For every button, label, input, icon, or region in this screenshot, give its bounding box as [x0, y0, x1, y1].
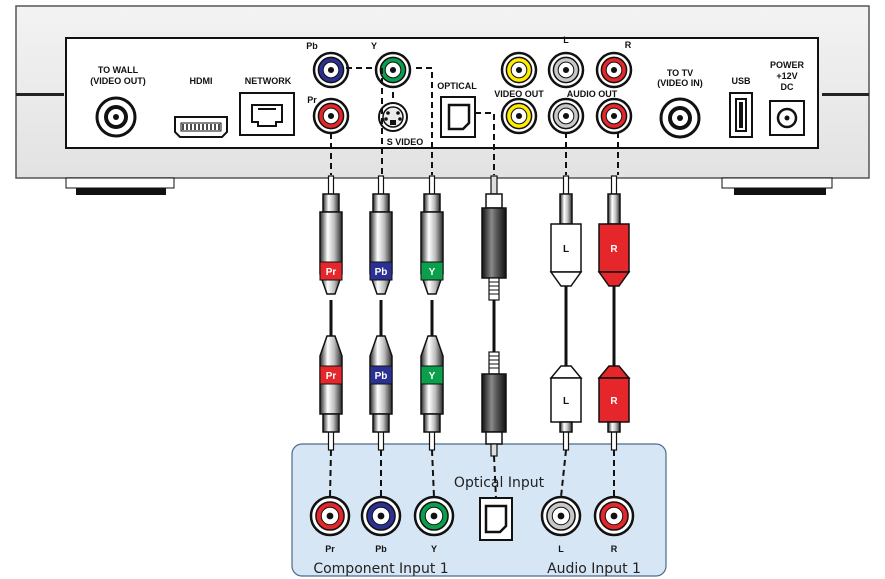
media-box — [15, 5, 870, 195]
audio-l-cable-tag: L — [563, 396, 569, 407]
label-pb: Pb — [306, 41, 318, 51]
to-wall-coax-port[interactable] — [95, 96, 137, 138]
device-video-out-top-jack[interactable] — [500, 51, 538, 89]
label-audio-r: R — [625, 40, 632, 50]
device-y-jack[interactable] — [374, 51, 412, 89]
label-power-2: +12V — [776, 71, 797, 81]
box-stripe-right — [822, 93, 869, 96]
audio-l-cable-tag: L — [563, 244, 569, 255]
device-audio-l-top-jack[interactable] — [547, 51, 585, 89]
tv-jack-label: Pb — [375, 544, 387, 554]
tv-r-jack[interactable] — [593, 495, 635, 537]
y-cable-tag: Y — [429, 267, 436, 278]
usb-port[interactable] — [729, 92, 753, 138]
pb-cable-tag: Pb — [375, 267, 388, 278]
network-port[interactable] — [239, 92, 295, 136]
label-audio-out: AUDIO OUT — [567, 89, 618, 99]
tv-pr-jack[interactable] — [309, 495, 351, 537]
hdmi-port[interactable] — [174, 116, 228, 138]
label-to-wall-1: TO WALL — [98, 65, 139, 75]
optical-input-label: Optical Input — [454, 475, 545, 491]
y-cable: YY — [420, 175, 444, 451]
label-hdmi: HDMI — [190, 76, 213, 86]
optical-port[interactable] — [440, 96, 476, 138]
pb-cable-tag: Pb — [375, 371, 388, 382]
tv-jack-label: Pr — [325, 544, 335, 554]
label-usb: USB — [731, 76, 751, 86]
tv-pb-jack[interactable] — [360, 495, 402, 537]
audio-r-cable-tag: R — [610, 244, 618, 255]
tv-jack-label: L — [558, 544, 564, 554]
y-cable-tag: Y — [429, 371, 436, 382]
label-power-3: DC — [781, 82, 794, 92]
label-optical: OPTICAL — [437, 81, 477, 91]
box-stripe-left — [16, 93, 64, 96]
device-pr-jack[interactable] — [312, 97, 350, 135]
power-dc-port[interactable] — [769, 100, 805, 136]
cable-route-lines — [330, 67, 619, 175]
pr-cable-tag: Pr — [326, 267, 337, 278]
pr-cable-tag: Pr — [326, 371, 337, 382]
device-pb-jack[interactable] — [312, 51, 350, 89]
to-tv-coax-port[interactable] — [659, 97, 701, 139]
tv-jack-label: R — [611, 544, 618, 554]
audio-l-cable: LL — [549, 175, 583, 451]
s-video-port[interactable] — [378, 102, 408, 132]
tv-y-jack[interactable] — [413, 495, 455, 537]
audio-input-label: Audio Input 1 — [547, 561, 641, 577]
device-audio-r-jack[interactable] — [595, 97, 633, 135]
tv-optical-input-port[interactable] — [479, 497, 513, 541]
tv-drop-lines — [329, 449, 615, 499]
tv-l-jack[interactable] — [540, 495, 582, 537]
device-audio-r-top-jack[interactable] — [595, 51, 633, 89]
label-audio-l: L — [563, 35, 569, 45]
label-power-1: POWER — [770, 60, 805, 70]
tv-jack-label: Y — [431, 544, 437, 554]
label-to-wall-2: (VIDEO OUT) — [90, 76, 146, 86]
device-audio-l-jack[interactable] — [547, 97, 585, 135]
audio-r-cable: RR — [597, 175, 631, 451]
optical-cable — [481, 175, 507, 457]
label-y: Y — [371, 41, 377, 51]
label-to-tv-2: (VIDEO IN) — [657, 78, 703, 88]
component-input-label: Component Input 1 — [313, 561, 448, 577]
label-to-tv-1: TO TV — [667, 68, 693, 78]
label-pr: Pr — [307, 95, 317, 105]
foot-left — [65, 177, 175, 189]
label-network: NETWORK — [245, 76, 292, 86]
audio-r-cable-tag: R — [610, 396, 618, 407]
device-video-out-jack[interactable] — [500, 97, 538, 135]
label-video-out: VIDEO OUT — [494, 89, 544, 99]
foot-right — [721, 177, 833, 189]
label-s-video: S VIDEO — [387, 137, 424, 147]
